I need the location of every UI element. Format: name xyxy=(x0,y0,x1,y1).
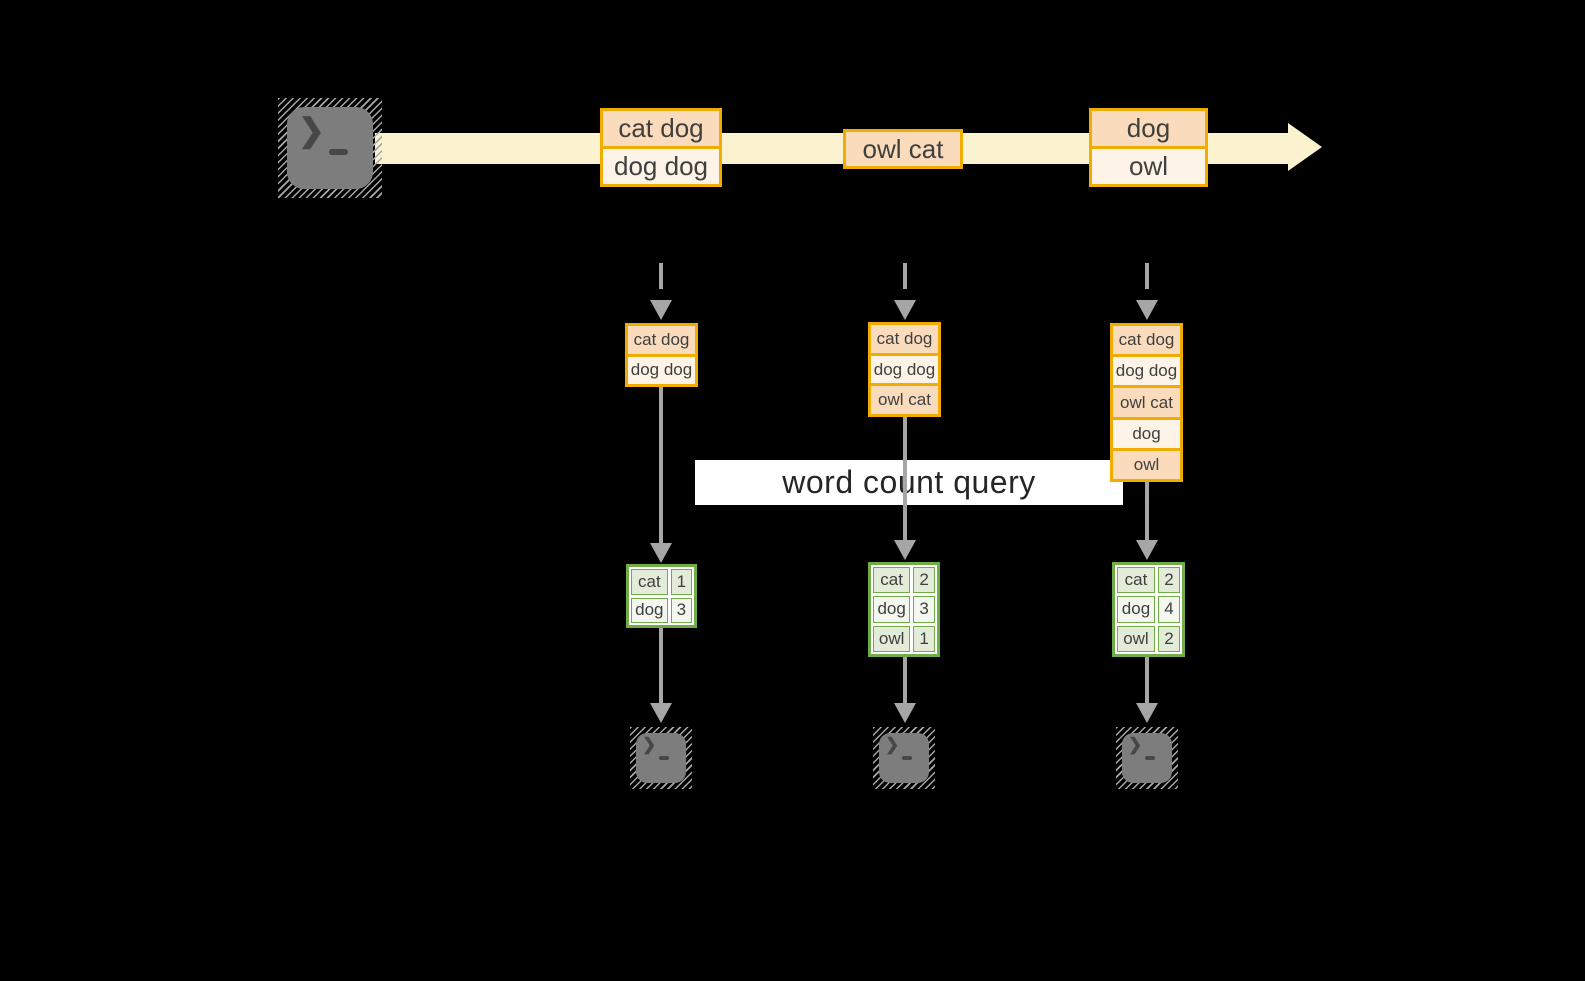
stream-record-3: dog owl xyxy=(1089,108,1208,187)
word-count-table-2: cat 2 dog 3 owl 1 xyxy=(868,562,940,657)
word-count-table-3: cat 2 dog 4 owl 2 xyxy=(1112,562,1185,657)
record-line: dog xyxy=(1092,111,1205,146)
dashed-connector-1 xyxy=(659,263,663,289)
connector-table-sink-1-arrowhead xyxy=(650,703,672,723)
count-value: 3 xyxy=(913,596,935,623)
count-word: cat xyxy=(1117,567,1155,594)
count-value: 4 xyxy=(1157,596,1180,623)
source-terminal-icon: ❯ xyxy=(278,98,382,198)
prompt-chevron-icon: ❯ xyxy=(642,735,657,754)
count-word: owl xyxy=(1117,625,1155,652)
count-word: cat xyxy=(631,569,668,595)
prompt-cursor-icon xyxy=(902,756,912,760)
connector-buffer-table-1 xyxy=(659,387,663,543)
count-word: dog xyxy=(1117,596,1155,623)
buffer-line: dog dog xyxy=(871,352,938,384)
connector-buffer-table-3 xyxy=(1145,482,1149,540)
prompt-cursor-icon xyxy=(659,756,669,760)
buffer-line: cat dog xyxy=(1113,326,1180,355)
count-value: 2 xyxy=(1157,625,1180,652)
count-value: 2 xyxy=(1157,567,1180,594)
connector-buffer-table-3-arrowhead xyxy=(1136,540,1158,560)
record-line: dog dog xyxy=(603,146,719,184)
count-word: dog xyxy=(631,597,668,623)
prompt-chevron-icon: ❯ xyxy=(298,112,325,148)
terminal-screen: ❯ xyxy=(1122,733,1172,783)
sink-terminal-icon-3: ❯ xyxy=(1116,727,1178,789)
sink-terminal-icon-1: ❯ xyxy=(630,727,692,789)
dashed-connector-2-arrowhead xyxy=(894,300,916,320)
buffered-records-3: cat dog dog dog owl cat dog owl xyxy=(1110,323,1183,482)
count-word: dog xyxy=(873,596,911,623)
prompt-chevron-icon: ❯ xyxy=(885,735,900,754)
query-label: word count query xyxy=(782,464,1036,500)
record-line: cat dog xyxy=(603,111,719,146)
prompt-cursor-icon xyxy=(329,149,348,155)
stream-record-1: cat dog dog dog xyxy=(600,108,722,187)
stream-arrowhead xyxy=(1288,123,1322,171)
buffer-line: cat dog xyxy=(871,325,938,353)
query-label-band: word count query xyxy=(695,460,1123,505)
prompt-chevron-icon: ❯ xyxy=(1128,735,1143,754)
buffer-line: owl cat xyxy=(871,383,938,415)
dashed-connector-2 xyxy=(903,263,907,289)
connector-table-sink-1 xyxy=(659,628,663,703)
buffer-line: cat dog xyxy=(628,326,695,354)
buffered-records-2: cat dog dog dog owl cat xyxy=(868,322,941,417)
dashed-connector-1-arrowhead xyxy=(650,300,672,320)
dashed-connector-3 xyxy=(1145,263,1149,289)
count-word: cat xyxy=(873,567,911,594)
terminal-screen: ❯ xyxy=(636,733,686,783)
prompt-cursor-icon xyxy=(1145,756,1155,760)
dashed-connector-3-arrowhead xyxy=(1136,300,1158,320)
count-value: 3 xyxy=(670,597,692,623)
word-count-table-1: cat 1 dog 3 xyxy=(626,564,697,628)
record-line: owl xyxy=(1092,146,1205,184)
buffered-records-1: cat dog dog dog xyxy=(625,323,698,387)
buffer-line: dog dog xyxy=(628,353,695,384)
stream-record-2: owl cat xyxy=(843,129,963,169)
buffer-line: owl cat xyxy=(1113,385,1180,417)
count-value: 1 xyxy=(913,625,935,652)
connector-table-sink-3 xyxy=(1145,657,1149,703)
connector-buffer-table-2 xyxy=(903,417,907,540)
connector-table-sink-2-arrowhead xyxy=(894,703,916,723)
count-value: 2 xyxy=(913,567,935,594)
sink-terminal-icon-2: ❯ xyxy=(873,727,935,789)
connector-table-sink-3-arrowhead xyxy=(1136,703,1158,723)
buffer-line: dog xyxy=(1113,416,1180,448)
count-word: owl xyxy=(873,625,911,652)
terminal-screen: ❯ xyxy=(287,107,373,189)
connector-buffer-table-1-arrowhead xyxy=(650,543,672,563)
count-value: 1 xyxy=(670,569,692,595)
connector-table-sink-2 xyxy=(903,657,907,703)
connector-buffer-table-2-arrowhead xyxy=(894,540,916,560)
record-line: owl cat xyxy=(846,132,960,166)
terminal-screen: ❯ xyxy=(879,733,929,783)
buffer-line: dog dog xyxy=(1113,354,1180,386)
buffer-line: owl xyxy=(1113,447,1180,480)
